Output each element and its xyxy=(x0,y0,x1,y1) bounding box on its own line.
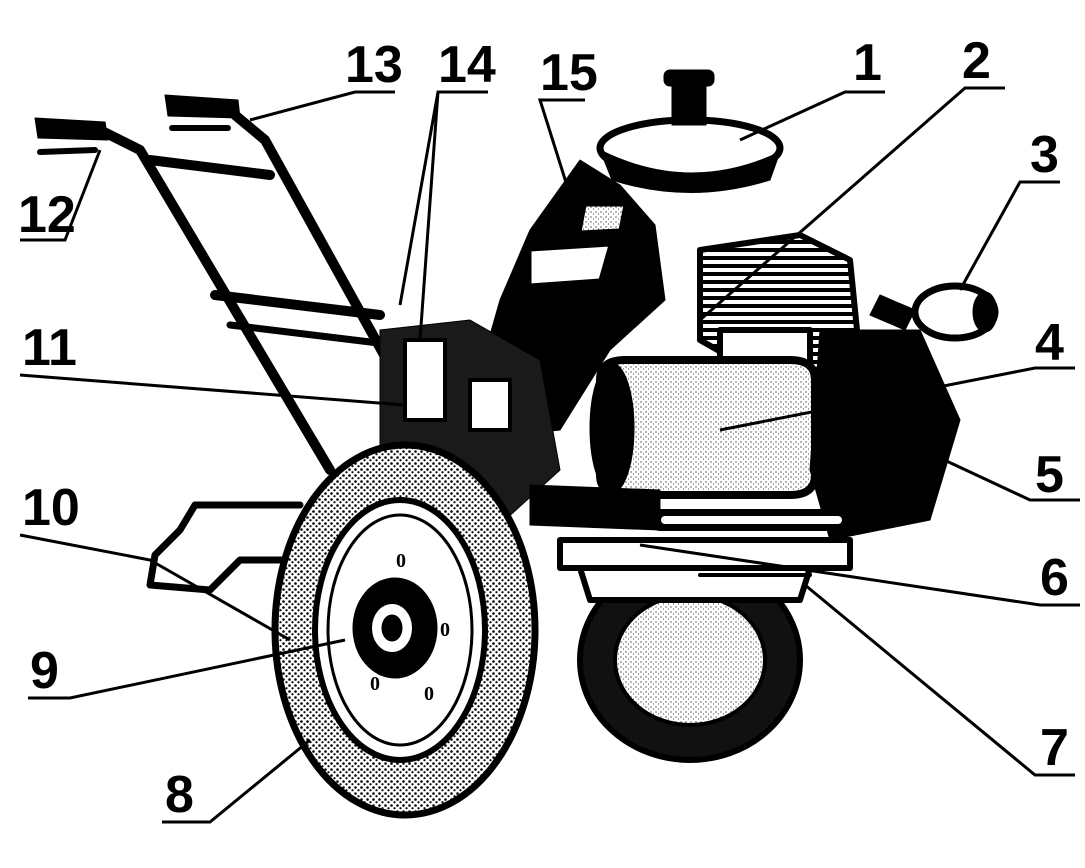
callout-2: 2 xyxy=(962,32,991,90)
leader-15 xyxy=(537,98,585,196)
svg-text:0: 0 xyxy=(440,619,450,641)
callout-8: 8 xyxy=(165,766,194,824)
callout-15: 15 xyxy=(540,44,598,102)
frame-bracket-shape xyxy=(529,484,661,531)
callout-1: 1 xyxy=(853,34,882,92)
callout-5: 5 xyxy=(1035,446,1064,504)
callout-13: 13 xyxy=(345,36,403,94)
callout-10: 10 xyxy=(22,479,80,537)
svg-text:0: 0 xyxy=(424,683,434,705)
wheel-hub-shape xyxy=(352,577,438,679)
handlebar-frame xyxy=(95,110,425,475)
leader-11 xyxy=(19,373,406,407)
callout-6: 6 xyxy=(1040,549,1069,607)
left-handle-grip-shape xyxy=(34,117,109,155)
leader-10 xyxy=(19,533,291,642)
callout-11: 11 xyxy=(22,319,77,377)
callout-7: 7 xyxy=(1040,719,1069,777)
leader-13 xyxy=(249,90,395,122)
leader-6 xyxy=(639,543,1080,607)
leader-2 xyxy=(699,86,1005,322)
callout-12: 12 xyxy=(18,186,76,244)
leader-5 xyxy=(879,428,1080,502)
leader-7 xyxy=(804,583,1075,777)
callout-3: 3 xyxy=(1030,126,1059,184)
leader-9 xyxy=(28,638,346,700)
hitch-shape xyxy=(146,501,304,594)
leader-lines xyxy=(19,86,1080,824)
callout-4: 4 xyxy=(1035,314,1064,372)
callout-labels: 1 2 3 4 5 6 7 8 9 10 11 12 13 14 15 xyxy=(18,32,1069,824)
svg-text:0: 0 xyxy=(370,673,380,695)
leader-14 xyxy=(398,90,488,341)
leader-12 xyxy=(20,149,102,242)
right-handle-grip-shape xyxy=(164,94,241,131)
gearbox-housing-shape xyxy=(589,356,819,499)
air-filter-shape xyxy=(869,282,999,342)
leader-4 xyxy=(719,366,1075,432)
leader-1 xyxy=(739,90,885,142)
leader-3 xyxy=(958,180,1060,291)
callout-9: 9 xyxy=(30,642,59,700)
leader-8 xyxy=(162,738,311,824)
illustration: 0 0 0 0 xyxy=(34,69,999,819)
callout-14: 14 xyxy=(438,36,496,94)
svg-text:0: 0 xyxy=(396,550,406,572)
exhaust-pipe-shape xyxy=(649,369,891,531)
